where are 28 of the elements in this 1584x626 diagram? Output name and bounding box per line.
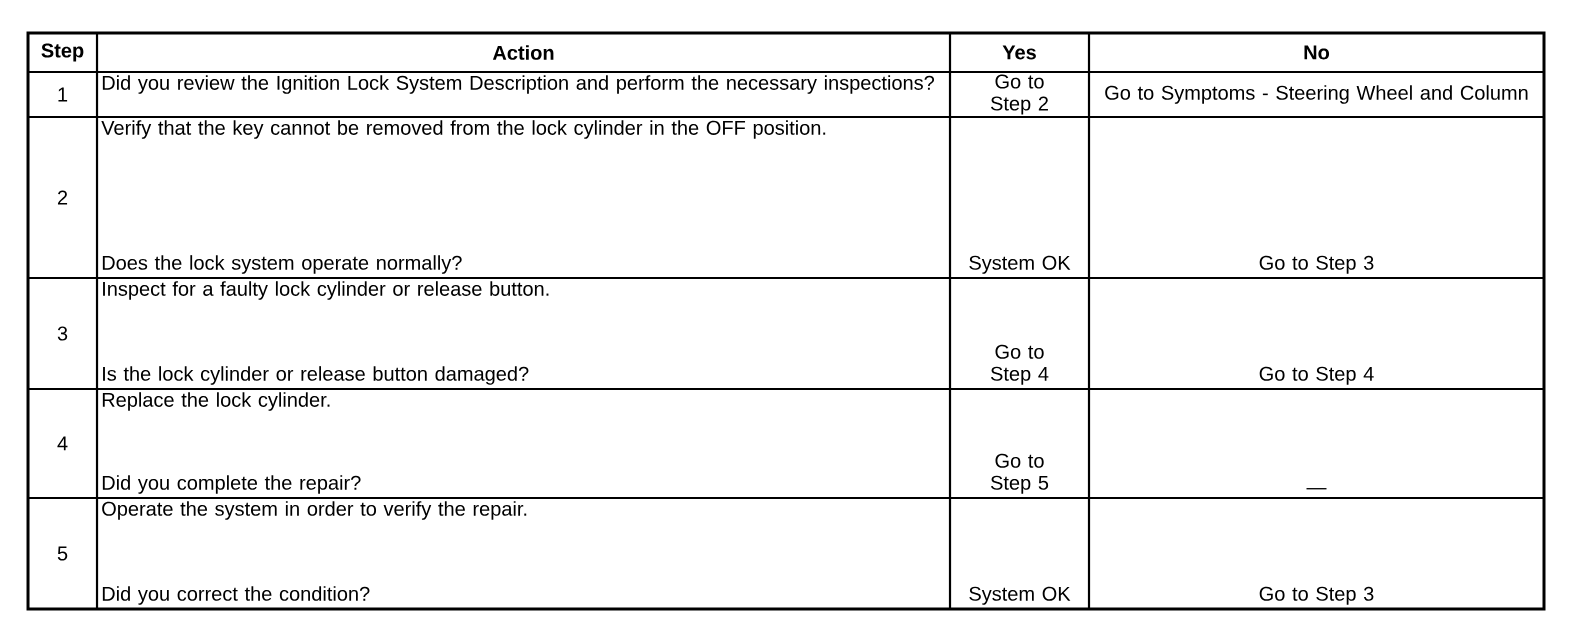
action-text: Does the lock system operate normally?	[102, 255, 462, 274]
answer-text: Go to Step 4	[990, 344, 1049, 385]
step-number: 2	[57, 190, 68, 205]
answer-text: Go to Step 5	[990, 453, 1049, 494]
action-text: Inspect for a faulty lock cylinder or release button.	[103, 281, 549, 300]
answer-text: —	[1306, 488, 1327, 490]
column-header: No	[1304, 45, 1330, 60]
action-text: Replace the lock cylinder.	[102, 392, 330, 411]
action-text: Operate the system in order to verify the repair.	[102, 501, 527, 520]
column-header: Action	[492, 45, 554, 60]
answer-text: Go to Step 3	[1259, 255, 1374, 274]
answer-text: System OK	[969, 586, 1071, 605]
column-header: Yes	[1002, 45, 1036, 60]
step-number: 4	[57, 436, 68, 451]
answer-text: Go to Symptoms - Steering Wheel and Column	[1105, 85, 1528, 104]
action-text: Did you review the Ignition Lock System Description and perform the necessary inspections?	[102, 75, 935, 94]
answer-text: Go to Step 2	[990, 74, 1048, 115]
answer-text: Go to Step 3	[1259, 586, 1374, 605]
action-text: Did you correct the condition?	[102, 586, 370, 605]
answer-text: Go to Step 4	[1259, 366, 1374, 385]
step-number: 1	[58, 87, 68, 102]
action-text: Did you complete the repair?	[102, 475, 361, 494]
action-text: Verify that the key cannot be removed from the lock cylinder in the OFF position.	[101, 120, 826, 139]
step-number: 5	[57, 546, 68, 561]
action-text: Is the lock cylinder or release button damaged?	[103, 366, 529, 385]
column-header: Step	[41, 43, 84, 62]
step-number: 3	[57, 326, 68, 341]
answer-text: System OK	[969, 255, 1071, 274]
